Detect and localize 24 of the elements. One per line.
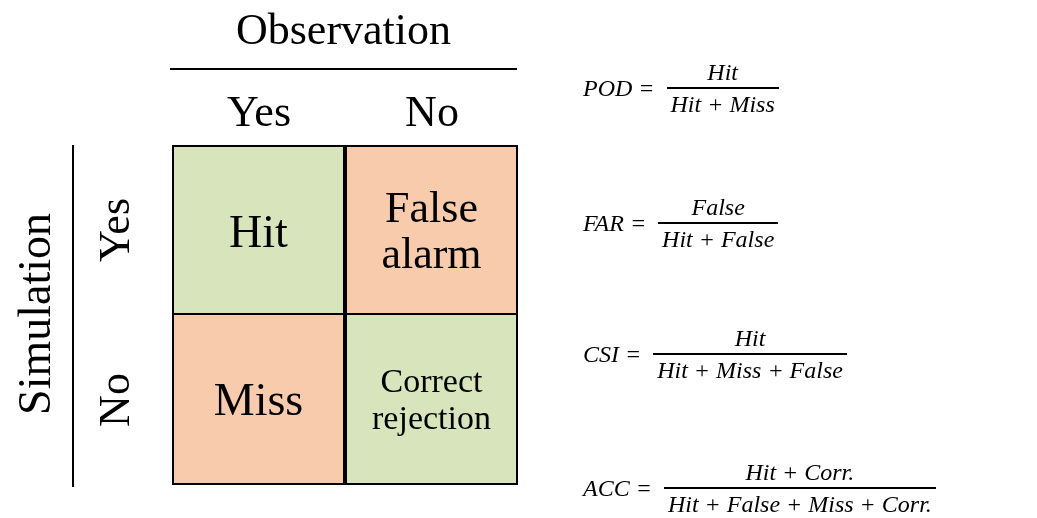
cell-text: Miss	[212, 372, 305, 427]
matrix-cell	[172, 313, 345, 485]
header-text: Simulation	[12, 213, 58, 415]
row-header: Yes	[93, 198, 137, 262]
denominator: Hit + False + Miss + Corr.	[666, 490, 933, 518]
numerator: False	[690, 193, 746, 222]
matrix-cell	[345, 313, 518, 485]
column-header: Yes	[226, 90, 292, 134]
cell-text: False alarm	[380, 184, 483, 278]
formula-lhs: FAR =	[583, 209, 647, 238]
denominator: Hit + Miss + False	[656, 356, 844, 385]
formula-lhs: POD =	[583, 74, 655, 103]
denominator: Hit + Miss	[669, 90, 776, 119]
header-text: Observation	[234, 8, 453, 52]
numerator: Hit	[733, 324, 767, 353]
denominator: Hit + False	[661, 225, 776, 254]
row-header: No	[93, 373, 137, 427]
cell-text: Correct rejection	[371, 361, 492, 437]
formula-lhs: ACC =	[583, 474, 652, 503]
numerator: Hit	[706, 58, 740, 87]
column-header: No	[404, 90, 460, 134]
cell-text: Hit	[228, 204, 289, 259]
formula-lhs: CSI =	[583, 340, 642, 369]
numerator: Hit + Corr.	[744, 458, 856, 487]
